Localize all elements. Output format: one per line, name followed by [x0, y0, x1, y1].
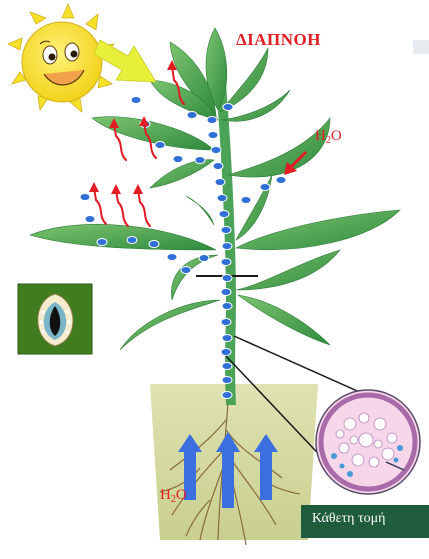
water-label-leaf-tail: O — [331, 128, 342, 144]
water-label-leaf-sub: 2 — [326, 135, 331, 146]
cross-section-label: Κάθετη τομή — [312, 511, 385, 527]
water-uptake-arrows — [178, 432, 278, 508]
water-label-leaf: H2O — [315, 128, 342, 145]
sun-icon — [8, 4, 114, 112]
water-label-root-sub: 2 — [171, 494, 176, 505]
water-label-root-main: H — [160, 487, 171, 503]
transpiration-label: ΔΙΑΠΝΟΗ — [236, 30, 321, 50]
background-bar — [413, 40, 429, 54]
water-label-leaf-main: H — [315, 128, 326, 144]
sun-ray-arrow-icon — [94, 40, 156, 82]
cross-section-icon — [316, 390, 420, 494]
stomata-icon — [18, 284, 92, 354]
water-label-root: H2O — [160, 487, 187, 504]
water-label-root-tail: O — [176, 487, 187, 503]
